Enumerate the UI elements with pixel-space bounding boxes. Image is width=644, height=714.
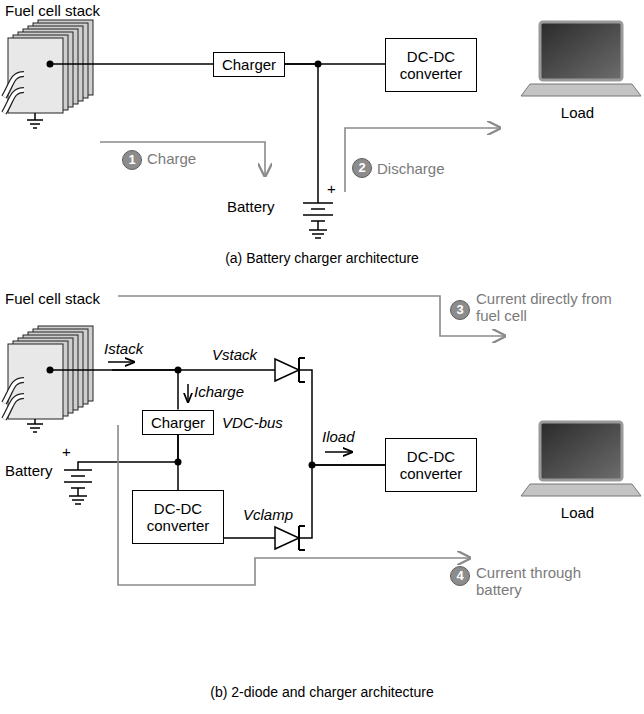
current-label: Icharge [194,383,244,400]
current-arrow [187,384,189,402]
fuel-cell-stack: Fuel cell stack [0,0,112,118]
battery-wire [78,462,100,470]
terminal-dot [47,61,54,68]
battery: Battery [222,192,340,242]
current-path-arrows [100,128,505,585]
gas-pipe [4,396,24,419]
fuel-cell-stack-icon [4,20,93,113]
battery-current-arrow [118,425,470,585]
current-label: Istack [104,340,143,357]
callout-number: 4 [456,569,463,583]
junction-dot [315,61,322,68]
node-label: Fuel cell stack [5,290,100,307]
node-label: DC-DC converter [392,48,470,82]
wire-connector [112,370,385,465]
subfigure-caption: (b) 2-diode and charger architecture [0,684,644,701]
laptop-icon [521,422,641,496]
node-label: Load [515,104,640,121]
converter-box: DC-DC converter [385,438,477,492]
node-label: Battery [5,462,53,479]
diode-symbol [275,359,299,381]
load-laptop: Load [515,415,640,523]
node-label: Battery [227,198,275,215]
junction-dot [175,367,182,374]
wire-connector [285,64,318,192]
current-path-label: Charge [147,150,196,167]
battery-symbol [64,470,92,488]
discharge-arrow [345,128,500,192]
fuel-cell-plates [4,20,93,419]
wire-connector [112,370,178,410]
node-label: Charger [151,414,205,431]
current-path-label: Current directly from fuel cell [476,290,636,324]
direct-current-arrow [118,296,505,336]
laptop-base [521,84,641,96]
wire-connector [112,63,213,65]
junction-dot [309,462,316,469]
ground-symbol [309,221,327,238]
voltage-label: Vstack [212,346,257,363]
ground-symbol [27,113,43,128]
laptop-base [521,484,641,496]
terminal-dot [47,367,54,374]
polarity-mark: + [327,180,336,197]
fuel-cell-stack: Fuel cell stack [0,288,112,423]
stack-terminal-wire [50,369,112,371]
diode-symbol [275,527,299,549]
laptop-screen [540,422,622,480]
current-path-label: Current through battery [476,564,626,598]
current-path-label: Discharge [377,160,445,177]
node-label: Fuel cell stack [5,2,100,19]
callout-number: 3 [456,303,463,317]
callout-number: 4 [450,566,470,586]
charger-box: Charger [142,410,214,435]
charge-arrow [100,142,265,176]
node-label: DC-DC converter [139,500,217,534]
callout-number: 2 [352,158,372,178]
stack-terminal-wire [50,63,112,65]
wire-connector [100,435,178,463]
charger-box: Charger [213,52,285,77]
node-label: DC-DC converter [392,448,470,482]
callout-number: 2 [358,161,365,175]
battery-symbol [303,203,333,221]
current-arrow [325,451,352,453]
voltage-label: Vclamp [243,506,293,523]
gas-pipe [4,396,24,419]
battery: Battery [0,440,100,498]
voltage-label: VDC-bus [222,414,283,431]
ground-symbol [27,419,43,432]
converter-box: DC-DC converter [385,38,477,92]
callout-number: 1 [122,150,142,170]
callout-number: 1 [128,153,135,167]
diode-bar [299,358,305,382]
battery-wire [317,192,319,203]
current-label: Iload [322,428,355,445]
polarity-mark: + [62,443,71,460]
inner-wires [27,64,352,504]
junction-dot [175,459,182,466]
node-label: Charger [222,56,276,73]
node-label: Load [515,504,640,521]
current-arrow [108,361,134,363]
fuel-cell-stack-icon [4,326,93,419]
subfigure-caption: (a) Battery charger architecture [0,250,644,267]
ground-symbol [69,488,87,504]
converter-box: DC-DC converter [132,490,224,544]
diode-bar [299,526,305,550]
wire-connector [224,465,385,538]
callout-number: 3 [450,300,470,320]
laptop-icon [521,22,641,96]
gas-pipe [4,90,24,113]
load-laptop: Load [515,15,640,123]
laptop-screen [540,22,622,80]
gas-pipe [4,90,24,113]
